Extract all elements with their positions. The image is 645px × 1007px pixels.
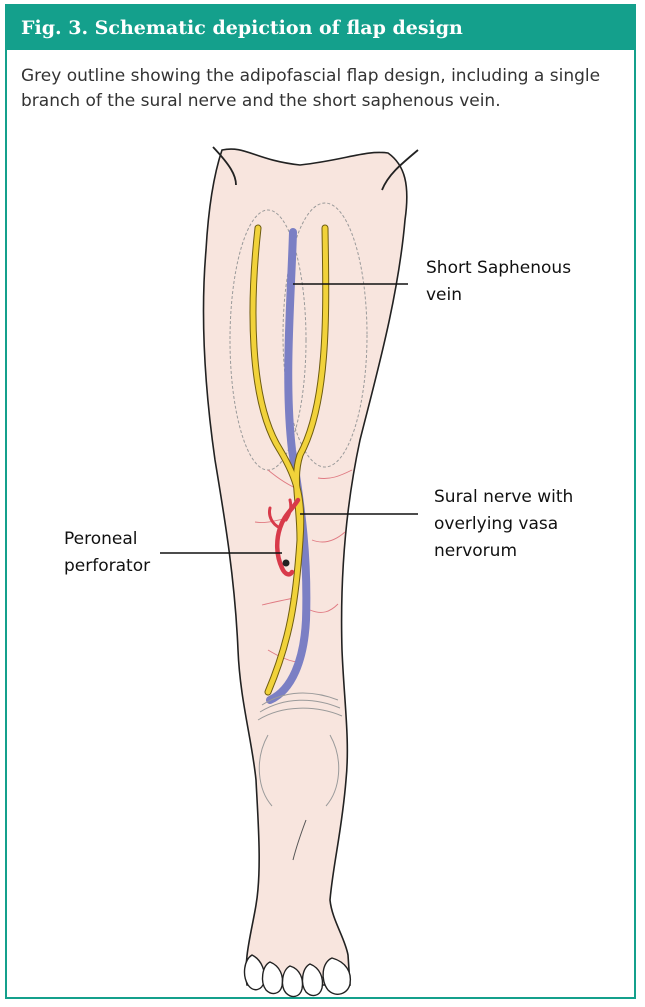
- label-sural-3: nervorum: [434, 541, 517, 561]
- label-sural-2: overlying vasa: [434, 514, 558, 534]
- label-sural-1: Sural nerve with: [434, 487, 573, 507]
- perforator-point: [283, 560, 290, 567]
- label-peroneal-2: perforator: [64, 556, 150, 576]
- label-peroneal-1: Peroneal: [64, 529, 138, 549]
- label-short-saphenous-1: Short Saphenous: [426, 258, 571, 278]
- label-short-saphenous-2: vein: [426, 285, 462, 305]
